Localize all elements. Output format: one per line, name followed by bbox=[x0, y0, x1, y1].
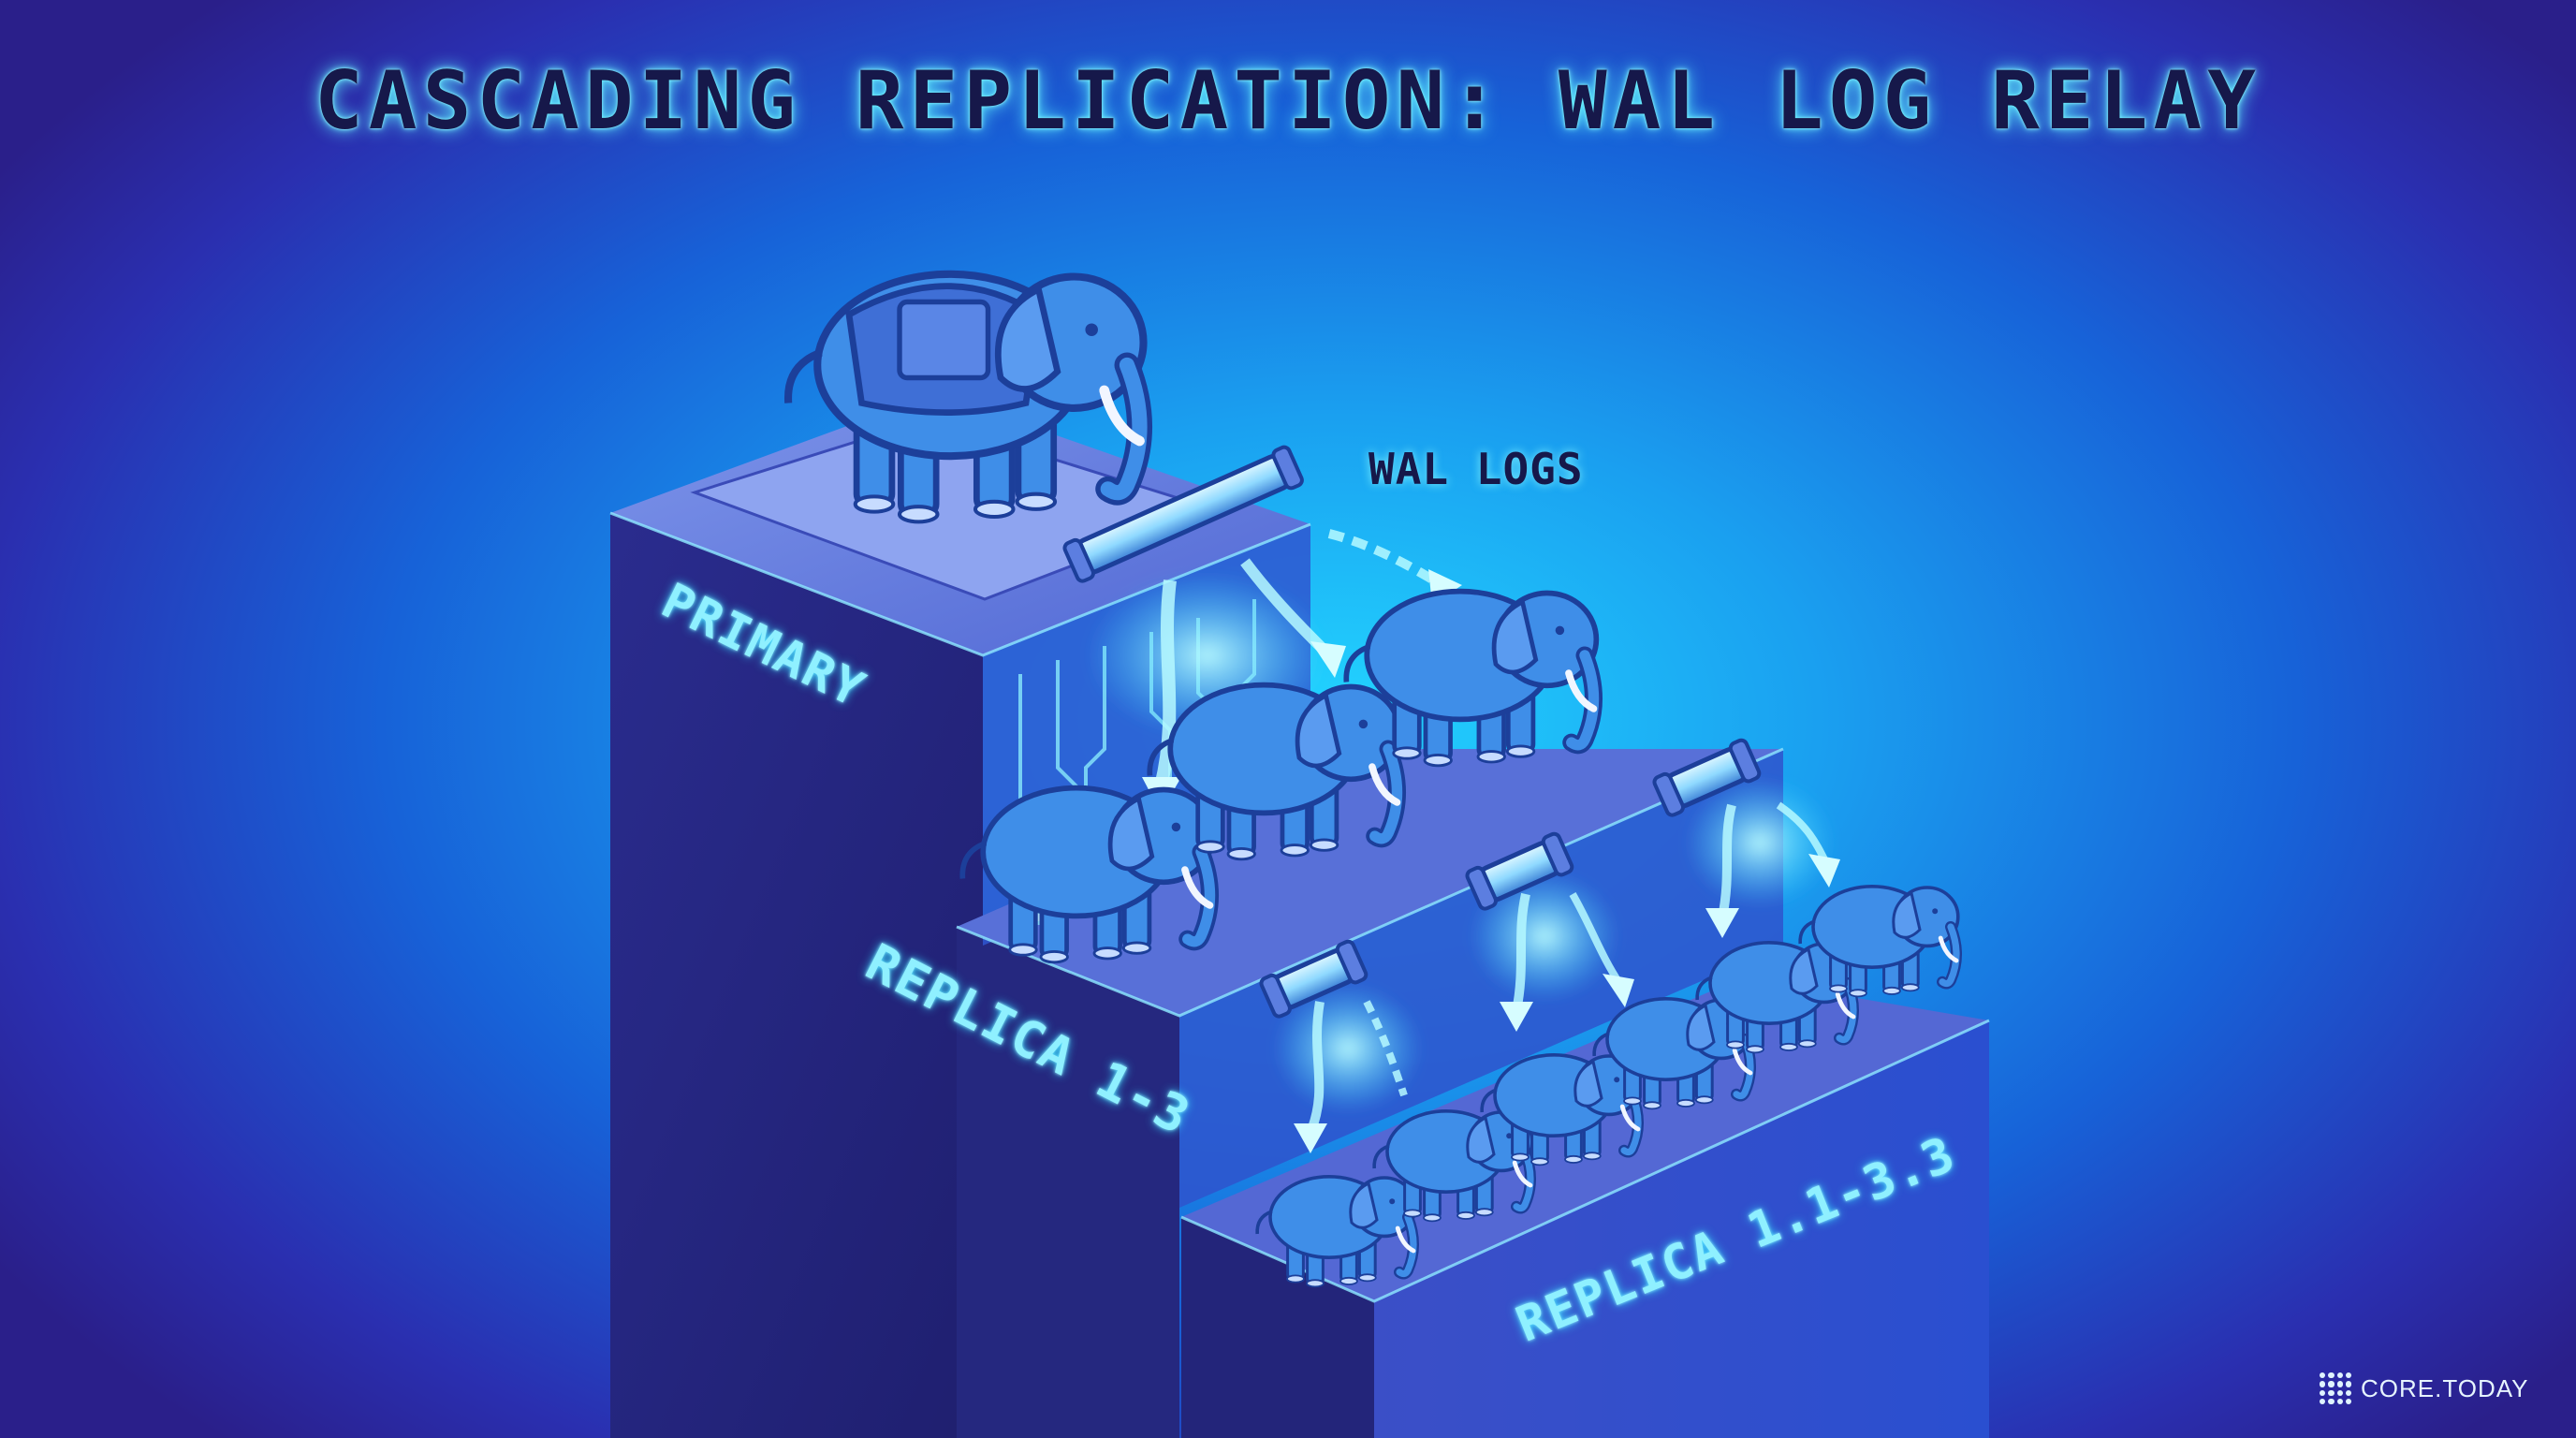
replica-3-wal-tube bbox=[1652, 738, 1762, 817]
brand-logo-icon bbox=[2320, 1372, 2351, 1404]
primary-elephant bbox=[784, 270, 1152, 524]
tier1-platform-front bbox=[957, 927, 1179, 1438]
sub-replica-elephant-1 bbox=[1255, 1174, 1419, 1288]
tier1-platform-top bbox=[957, 749, 1783, 1016]
stream-to-replica-3 bbox=[1327, 529, 1444, 590]
arrow-to-replica-2 bbox=[1310, 641, 1346, 678]
replica-2-wal-tube bbox=[1465, 831, 1574, 911]
tier2-platform-front bbox=[1181, 1217, 1374, 1438]
replica-1-wal-tube bbox=[1259, 939, 1368, 1019]
wal-log-tubes bbox=[1062, 445, 1762, 1019]
replica-elephant-3 bbox=[1343, 588, 1603, 768]
sub-replica-elephant-4 bbox=[1592, 996, 1756, 1110]
diagram-title: CASCADING REPLICATION: WAL LOG RELAY bbox=[315, 54, 2261, 148]
primary-platform-front bbox=[610, 513, 983, 1438]
wal-logs-label: WAL LOGS bbox=[1368, 444, 1584, 494]
brand-text: CORE.TODAY bbox=[2361, 1373, 2529, 1402]
elephant-herd bbox=[784, 270, 1962, 1288]
primary-wal-tube bbox=[1062, 445, 1304, 583]
replica-elephant-2 bbox=[1147, 682, 1406, 861]
sub-replica-elephant-6 bbox=[1798, 884, 1962, 998]
brand-watermark: CORE.TODAY bbox=[2320, 1372, 2529, 1404]
stream-to-replica-1 bbox=[1154, 580, 1177, 788]
tier2-right-side bbox=[1374, 1020, 1989, 1438]
